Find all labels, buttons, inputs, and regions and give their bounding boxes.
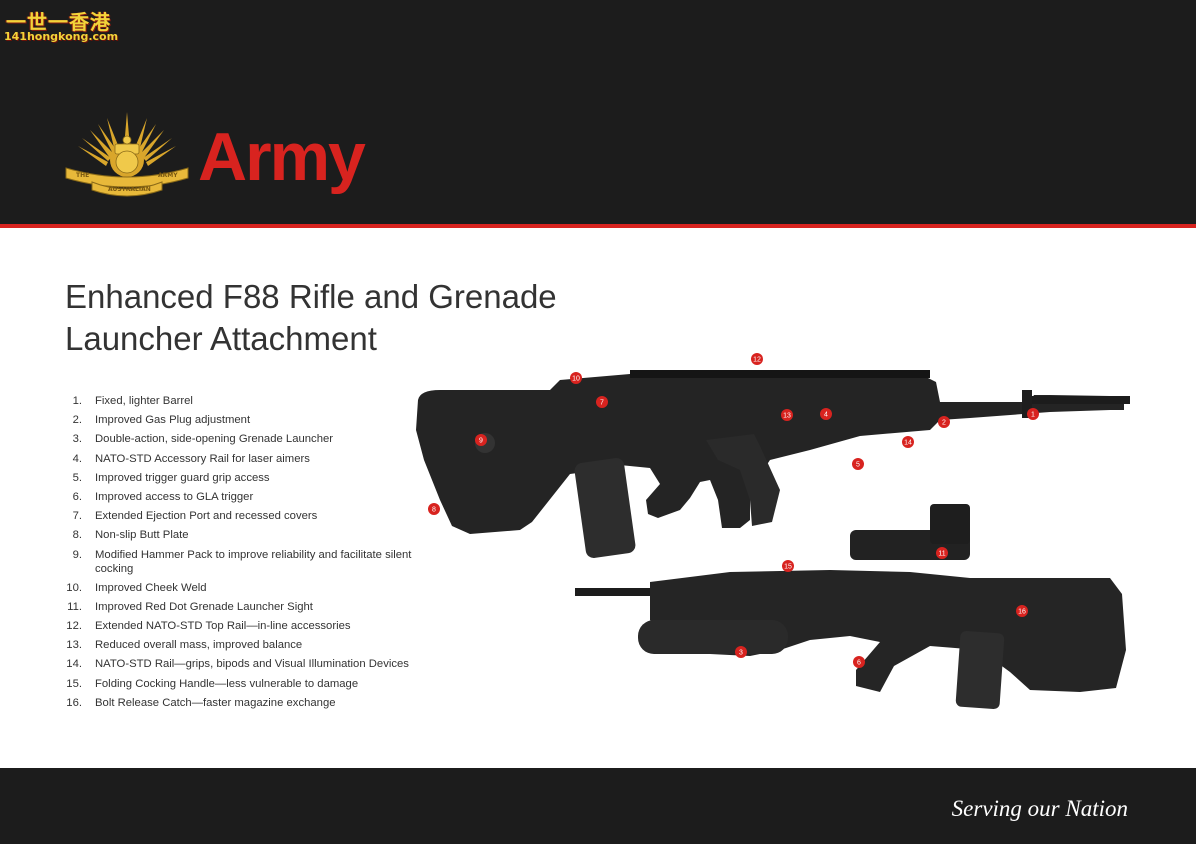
- list-item-number: 13.: [66, 639, 82, 652]
- list-item: 4. NATO-STD Accessory Rail for laser aime…: [62, 452, 432, 466]
- list-item: 16. Bolt Release Catch—faster magazine ex…: [62, 696, 432, 710]
- rifle-bottom-image: [575, 504, 1126, 710]
- list-item-text: Improved Gas Plug adjustment: [95, 414, 251, 427]
- list-item-number: 3.: [72, 433, 82, 446]
- feature-list: 1. Fixed, lighter Barrel 2. Improved Gas P…: [62, 394, 432, 715]
- callout-16: 16: [1016, 605, 1028, 617]
- list-item: 12. Extended NATO-STD Top Rail—in-line ac…: [62, 619, 432, 633]
- svg-text:7: 7: [600, 400, 604, 407]
- svg-text:5: 5: [856, 462, 860, 469]
- callout-5: 5: [852, 458, 864, 470]
- callout-12: 12: [751, 353, 763, 365]
- list-item-text: Improved Cheek Weld: [95, 581, 207, 594]
- list-item: 5. Improved trigger guard grip access: [62, 471, 432, 485]
- list-item: 1. Fixed, lighter Barrel: [62, 394, 432, 408]
- list-item: 3. Double-action, side-opening Grenade La…: [62, 432, 432, 446]
- list-item-number: 9.: [72, 548, 82, 561]
- list-item-text: Improved Red Dot Grenade Launcher Sight: [95, 600, 313, 613]
- list-item-number: 10.: [66, 581, 82, 594]
- list-item-number: 14.: [66, 658, 82, 671]
- callout-11: 11: [936, 547, 948, 559]
- list-item: 9. Modified Hammer Pack to improve reliab…: [62, 548, 432, 576]
- callout-10: 10: [570, 372, 582, 384]
- svg-text:9: 9: [479, 438, 483, 445]
- svg-text:6: 6: [857, 660, 861, 667]
- callout-13: 13: [781, 409, 793, 421]
- svg-text:4: 4: [824, 412, 828, 419]
- brand-wordmark: Army: [198, 119, 366, 195]
- svg-text:12: 12: [753, 357, 761, 364]
- list-item-text: Improved access to GLA trigger: [95, 490, 254, 503]
- callout-1: 1: [1027, 408, 1039, 420]
- list-item-text: Modified Hammer Pack to improve reliabil…: [95, 548, 412, 575]
- list-item-text: Reduced overall mass, improved balance: [95, 639, 303, 652]
- list-item: 14. NATO-STD Rail—grips, bipods and Visua…: [62, 657, 432, 671]
- callout-3: 3: [735, 646, 747, 658]
- header-divider: [0, 224, 1196, 228]
- list-item-number: 4.: [72, 452, 82, 465]
- page-title: Enhanced F88 Rifle and Grenade Launcher …: [65, 276, 665, 360]
- title-line-2: Launcher Attachment: [65, 320, 377, 357]
- list-item-text: Extended Ejection Port and recessed cove…: [95, 510, 318, 523]
- list-item: 13. Reduced overall mass, improved balanc…: [62, 638, 432, 652]
- svg-text:2: 2: [942, 420, 946, 427]
- list-item-text: Improved trigger guard grip access: [95, 471, 270, 484]
- svg-text:10: 10: [572, 376, 580, 383]
- list-item-text: Folding Cocking Handle—less vulnerable t…: [95, 677, 359, 690]
- list-item-number: 15.: [66, 677, 82, 690]
- list-item-number: 8.: [72, 529, 82, 542]
- footer-slogan: Serving our Nation: [951, 796, 1128, 821]
- svg-text:13: 13: [783, 413, 791, 420]
- rifle-illustrations: 1 2 3 4 5 6 7 8 9 10 11 12 13 14 15 16: [416, 353, 1130, 710]
- list-item-number: 1.: [72, 395, 82, 407]
- callout-9: 9: [475, 434, 487, 446]
- svg-text:14: 14: [904, 440, 912, 447]
- watermark-url: 141hongkong.com: [4, 30, 119, 43]
- list-item-number: 12.: [66, 620, 82, 633]
- list-item: 10. Improved Cheek Weld: [62, 581, 432, 595]
- callout-4: 4: [820, 408, 832, 420]
- svg-text:15: 15: [784, 564, 792, 571]
- watermark-title: 一世一香港: [6, 10, 111, 34]
- list-item: 15. Folding Cocking Handle—less vulnerabl…: [62, 677, 432, 691]
- svg-text:THE: THE: [76, 172, 89, 179]
- list-item-text: Extended NATO-STD Top Rail—in-line acces…: [95, 620, 351, 633]
- svg-text:16: 16: [1018, 609, 1026, 616]
- list-item: 11. Improved Red Dot Grenade Launcher Sig…: [62, 600, 432, 614]
- list-item-text: Bolt Release Catch—faster magazine excha…: [95, 696, 336, 709]
- list-item-text: Non-slip Butt Plate: [95, 529, 189, 542]
- callout-7: 7: [596, 396, 608, 408]
- svg-text:8: 8: [432, 507, 436, 514]
- rising-sun-badge-icon: THE ARMY AUSTRALIAN: [65, 112, 189, 197]
- list-item: 8. Non-slip Butt Plate: [62, 528, 432, 542]
- watermark: 一世一香港 141hongkong.com: [4, 6, 124, 46]
- list-item-text: NATO-STD Accessory Rail for laser aimers: [95, 452, 310, 465]
- list-item-number: 16.: [66, 696, 82, 709]
- svg-text:1: 1: [1031, 412, 1035, 419]
- list-item-text: Fixed, lighter Barrel: [95, 395, 193, 407]
- title-line-1: Enhanced F88 Rifle and Grenade: [65, 278, 557, 315]
- callout-6: 6: [853, 656, 865, 668]
- callout-15: 15: [782, 560, 794, 572]
- svg-text:AUSTRALIAN: AUSTRALIAN: [108, 186, 151, 193]
- list-item-text: Double-action, side-opening Grenade Laun…: [95, 433, 334, 446]
- svg-text:3: 3: [739, 650, 743, 657]
- callout-2: 2: [938, 416, 950, 428]
- list-item-number: 7.: [72, 510, 82, 523]
- list-item: 2. Improved Gas Plug adjustment: [62, 413, 432, 427]
- footer-bar: [0, 768, 1196, 844]
- list-item-number: 2.: [72, 414, 82, 427]
- list-item-number: 11.: [67, 600, 82, 613]
- list-item-number: 5.: [72, 471, 82, 484]
- svg-text:ARMY: ARMY: [158, 172, 178, 179]
- callout-14: 14: [902, 436, 914, 448]
- list-item: 7. Extended Ejection Port and recessed co…: [62, 509, 432, 523]
- list-item-text: NATO-STD Rail—grips, bipods and Visual I…: [95, 658, 409, 671]
- callout-8: 8: [428, 503, 440, 515]
- rifle-top-image: [416, 370, 1130, 558]
- list-item-number: 6.: [72, 490, 82, 503]
- list-item: 6. Improved access to GLA trigger: [62, 490, 432, 504]
- header-bar: [0, 0, 1196, 224]
- svg-text:11: 11: [938, 551, 945, 558]
